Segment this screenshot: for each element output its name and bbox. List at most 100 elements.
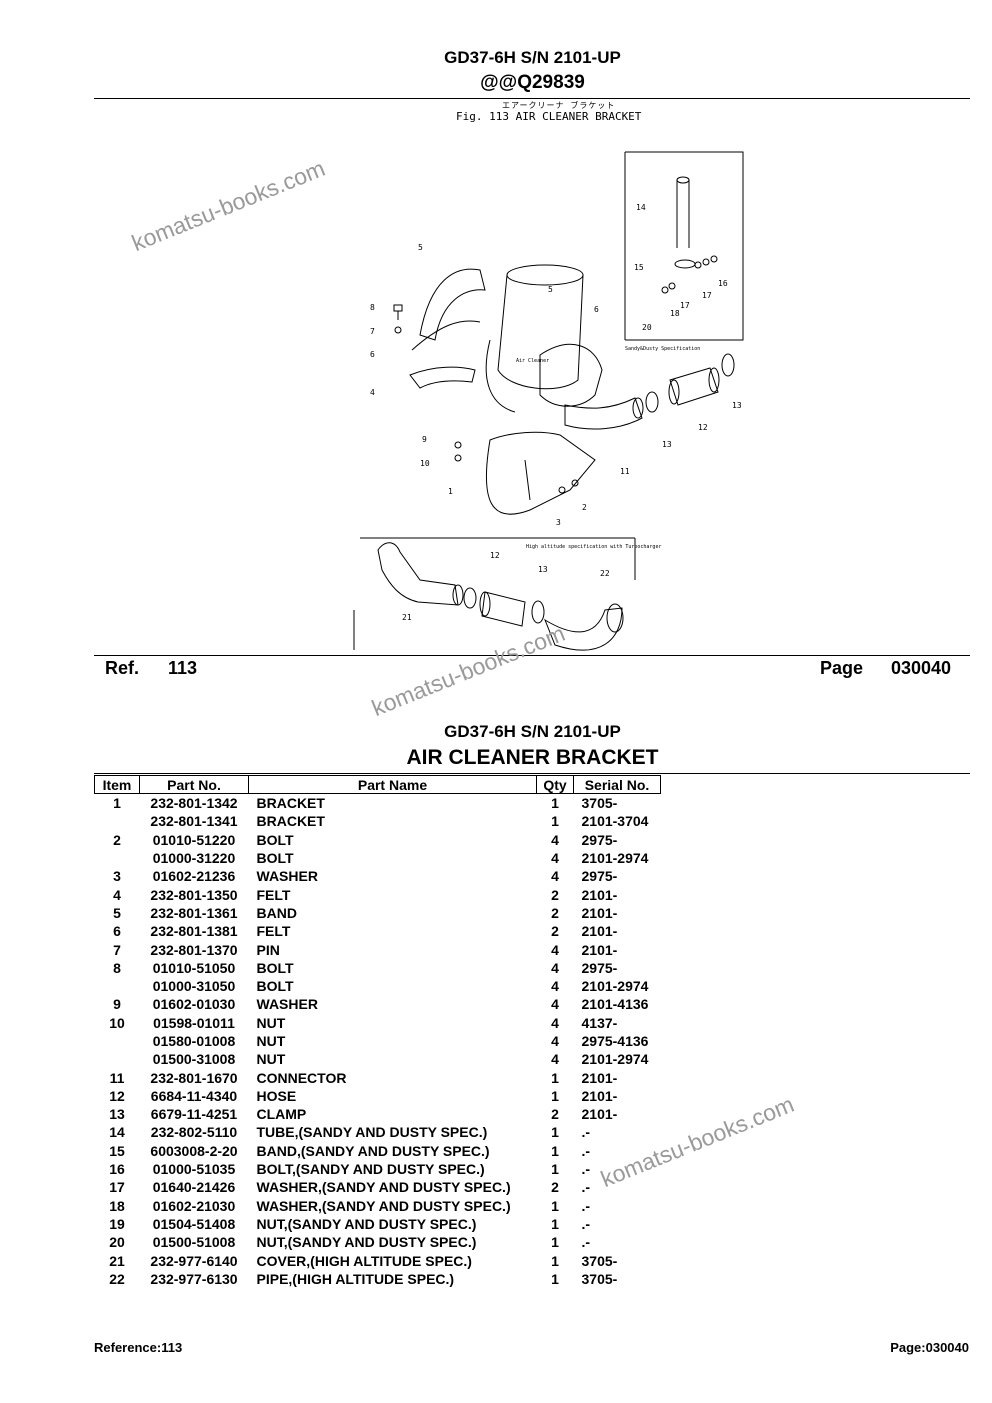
cell-part-no: 01580-01008: [152, 1033, 236, 1049]
header-model: GD37-6H S/N 2101-UP: [444, 48, 621, 67]
cell-part-no: 232-801-1361: [150, 904, 238, 921]
footer-reference: Reference:113: [94, 1340, 183, 1355]
svg-text:6: 6: [594, 305, 599, 314]
svg-text:Air Cleaner: Air Cleaner: [516, 358, 549, 364]
cell-qty: 4: [551, 831, 559, 848]
col-header-item: Item: [94, 775, 140, 794]
cell-part-name: BAND: [256, 904, 297, 921]
air-cleaner-body: [485, 264, 603, 413]
cell-serial: 2101-3704: [581, 813, 649, 830]
cell-serial: 2101-2974: [581, 1051, 649, 1068]
cell-serial: 2101-2974: [581, 850, 649, 867]
col-header-qty: Qty: [536, 775, 574, 794]
diagram-bottom-rule: [94, 655, 970, 656]
cell-serial: 3705-: [581, 795, 618, 812]
ref-value: 113: [168, 658, 198, 678]
cell-part-no: 6684-11-4340: [150, 1087, 238, 1104]
cell-item: 14: [109, 1124, 125, 1141]
cell-part-no: 01000-31050: [152, 978, 236, 995]
cell-item: 13: [109, 1106, 125, 1123]
cell-part-name: CLAMP: [256, 1106, 307, 1123]
cell-part-name: CONNECTOR: [256, 1069, 347, 1086]
cell-part-name: BOLT: [256, 978, 294, 995]
exploded-parts-diagram: 14 15 16 17 17 18 20 5 8 7 6 4 5 6 9 10 …: [353, 151, 744, 651]
cell-qty: 1: [551, 813, 559, 830]
svg-text:12: 12: [490, 551, 500, 560]
cell-qty: 1: [551, 1215, 559, 1232]
cell-part-no: 232-801-1350: [150, 886, 238, 903]
cell-item: 11: [109, 1069, 125, 1086]
table-model: GD37-6H S/N 2101-UP: [444, 722, 621, 741]
svg-text:8: 8: [370, 303, 375, 312]
cell-item: 17: [109, 1179, 125, 1196]
svg-text:10: 10: [420, 459, 430, 468]
cell-serial: .-: [581, 1124, 591, 1141]
cell-qty: 2: [551, 1179, 559, 1196]
svg-text:21: 21: [402, 613, 412, 622]
cell-item: 5: [113, 904, 121, 921]
svg-text:7: 7: [370, 327, 375, 336]
cell-part-name: BOLT: [256, 850, 294, 867]
cell-serial: 2975-: [581, 959, 618, 976]
cell-qty: 2: [551, 886, 559, 903]
cell-item: 2: [113, 831, 121, 848]
cell-qty: 1: [551, 1142, 559, 1159]
cell-item: 12: [109, 1087, 125, 1104]
watermark: komatsu-books.com: [128, 154, 329, 257]
cell-qty: 4: [551, 978, 559, 995]
cell-part-name: NUT: [256, 1014, 286, 1031]
cell-serial: 2101-4136: [581, 996, 649, 1013]
cell-part-name: PIPE,(HIGH ALTITUDE SPEC.): [256, 1270, 455, 1287]
cell-qty: 2: [551, 923, 559, 940]
cell-qty: 1: [551, 795, 559, 812]
cell-serial: 2101-: [581, 1106, 618, 1123]
cell-item: 8: [113, 959, 121, 976]
cell-serial: 2975-4136: [581, 1033, 649, 1049]
cell-serial: .-: [581, 1161, 591, 1178]
cell-item: 1: [113, 795, 121, 812]
svg-text:13: 13: [732, 401, 742, 410]
cell-part-name: BAND,(SANDY AND DUSTY SPEC.): [256, 1142, 490, 1159]
cell-item: 16: [109, 1161, 125, 1178]
svg-text:18: 18: [670, 309, 680, 318]
cell-serial: 2101-: [581, 923, 618, 940]
cell-part-name: HOSE: [256, 1087, 297, 1104]
cell-part-no: 01640-21426: [152, 1179, 236, 1196]
cell-serial: 3705-: [581, 1270, 618, 1287]
table-title: AIR CLEANER BRACKET: [406, 746, 659, 769]
cell-qty: 1: [551, 1069, 559, 1086]
cell-qty: 4: [551, 941, 559, 958]
header-code: @@Q29839: [480, 72, 585, 93]
cell-item: 20: [109, 1234, 125, 1251]
cell-part-name: TUBE,(SANDY AND DUSTY SPEC.): [256, 1124, 488, 1141]
cell-part-name: BOLT: [256, 831, 294, 848]
cell-part-no: 6003008-2-20: [150, 1142, 238, 1159]
cell-part-name: BOLT,(SANDY AND DUSTY SPEC.): [256, 1161, 485, 1178]
footer-page: Page:030040: [890, 1340, 969, 1355]
cell-part-no: 232-977-6140: [150, 1252, 238, 1269]
cell-part-name: PIN: [256, 941, 280, 958]
cell-qty: 1: [551, 1161, 559, 1178]
cell-part-no: 232-977-6130: [150, 1270, 238, 1287]
cell-part-name: WASHER: [256, 996, 318, 1013]
high-altitude-inset: [353, 537, 636, 651]
cell-qty: 1: [551, 1252, 559, 1269]
cell-part-no: 232-801-1670: [150, 1069, 238, 1086]
cell-item: 6: [113, 923, 121, 940]
cell-item: 7: [113, 941, 121, 958]
cell-part-no: 01000-31220: [152, 850, 236, 867]
